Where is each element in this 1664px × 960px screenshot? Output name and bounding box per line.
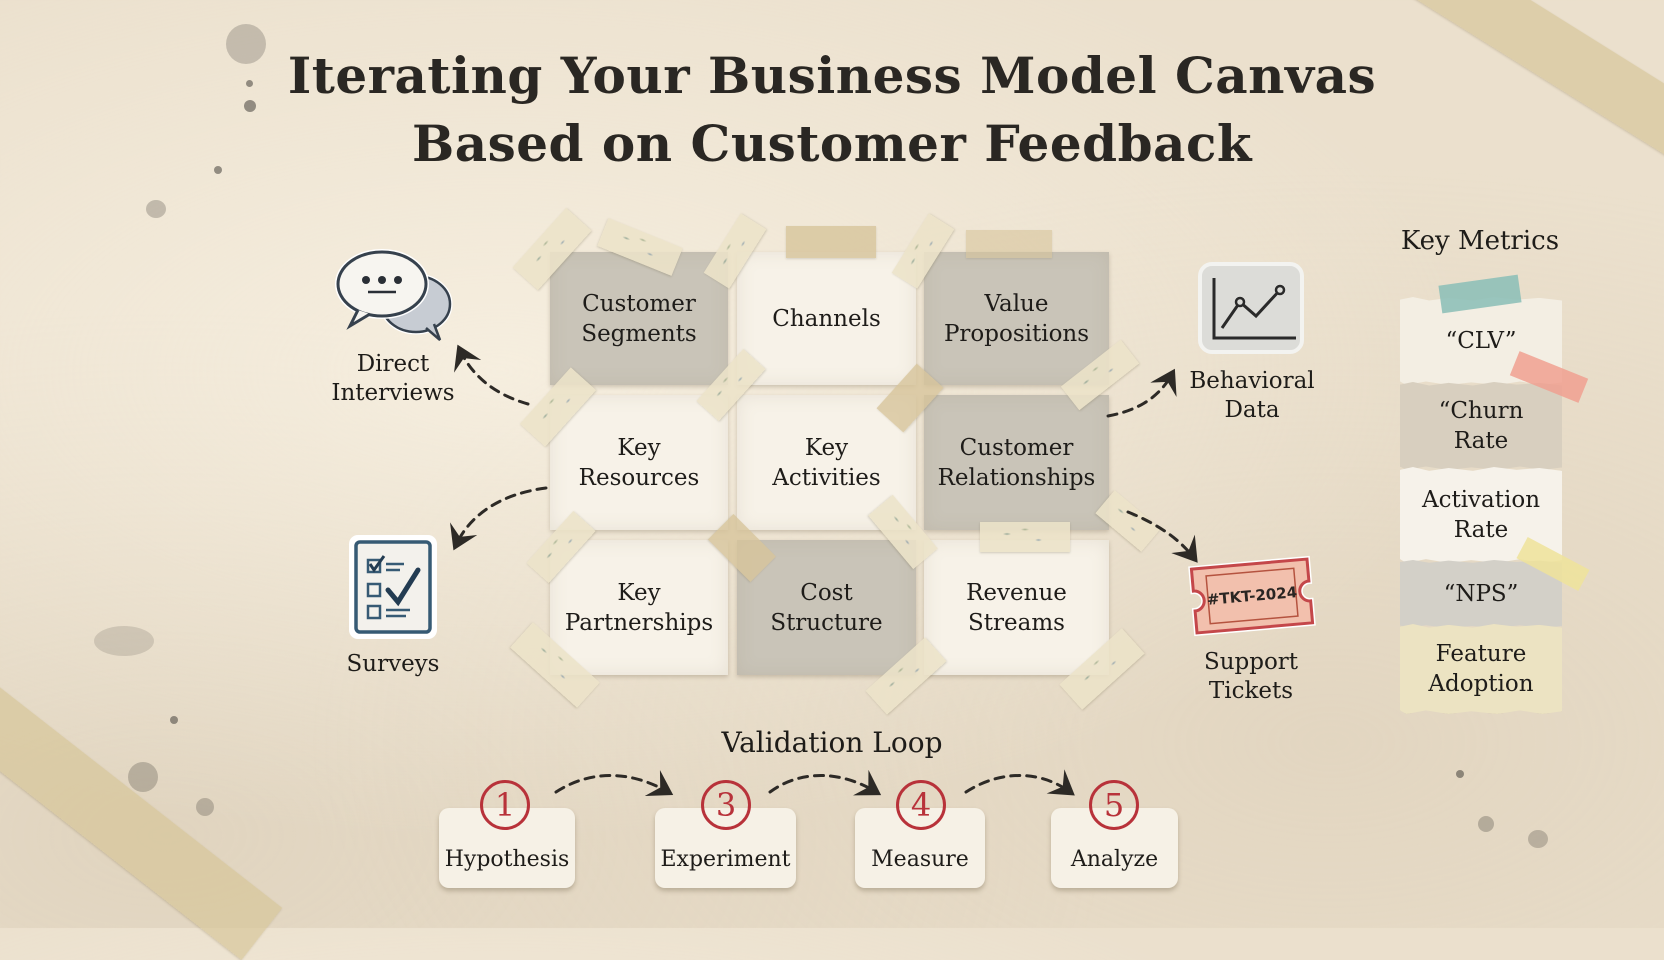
arrow-to-behavioral-data (1106, 368, 1177, 418)
surveys-source[interactable] (348, 534, 438, 640)
ink-splatter (196, 798, 214, 816)
metric-churn-rate[interactable]: “Churn Rate (1400, 382, 1562, 470)
step-number-badge: 3 (701, 780, 751, 830)
corner-tape-bottom-left (0, 686, 283, 960)
key-metrics-title: Key Metrics (1400, 226, 1560, 256)
canvas-cell-channels[interactable]: Channels (737, 252, 916, 385)
plain-tape (786, 226, 876, 258)
ink-splatter (244, 100, 256, 112)
step-hypothesis[interactable]: Hypothesis (439, 808, 575, 888)
ink-splatter (1456, 770, 1464, 778)
behavioral-data-source[interactable] (1196, 260, 1306, 356)
direct-interviews-source[interactable] (330, 246, 460, 346)
step-experiment[interactable]: Experiment (655, 808, 796, 888)
step-number-badge: 4 (896, 780, 946, 830)
ink-splatter (170, 716, 178, 724)
washi-tape (980, 522, 1070, 552)
canvas-cell-revenue-streams[interactable]: Revenue Streams (924, 540, 1109, 675)
arrow-to-surveys (450, 486, 548, 551)
line-chart-icon (1198, 262, 1304, 354)
speech-bubbles-icon (335, 249, 453, 341)
checklist-icon (349, 535, 437, 639)
step-number-badge: 1 (480, 780, 530, 830)
ink-splatter (246, 80, 253, 87)
plain-tape (966, 230, 1052, 258)
canvas-cell-customer-relationships[interactable]: Customer Relationships (924, 395, 1109, 530)
ticket-number: #TKT-2024 (1206, 583, 1298, 609)
direct-interviews-label: Direct Interviews (331, 351, 455, 406)
arrow-step-4-to-5 (964, 769, 1075, 796)
canvas-cell-key-resources[interactable]: Key Resources (550, 395, 728, 530)
ink-splatter (128, 762, 158, 792)
ticket-icon (1188, 555, 1316, 637)
page-title-line-1: Iterating Your Business Model Canvas (287, 46, 1377, 105)
ink-splatter (226, 24, 266, 64)
arrow-step-3-to-4 (768, 769, 882, 796)
behavioral-data-label: Behavioral Data (1189, 368, 1315, 423)
step-number-badge: 5 (1089, 780, 1139, 830)
validation-loop-title: Validation Loop (721, 726, 943, 759)
support-tickets-label: Support Tickets (1203, 649, 1299, 704)
canvas-cell-customer-segments[interactable]: Customer Segments (550, 252, 728, 385)
surveys-label: Surveys (346, 651, 440, 677)
ink-splatter (1478, 816, 1494, 832)
canvas-cell-value-propositions[interactable]: Value Propositions (924, 252, 1109, 385)
metric-feature-adoption[interactable]: Feature Adoption (1400, 624, 1562, 714)
ink-splatter (214, 166, 222, 174)
ink-splatter (146, 200, 166, 218)
ink-splatter (1528, 830, 1548, 848)
canvas-cell-key-partnerships[interactable]: Key Partnerships (550, 540, 728, 675)
metric-clv[interactable]: “CLV” (1400, 297, 1562, 385)
ink-splatter (94, 626, 154, 656)
arrow-step-1-to-3 (554, 770, 674, 796)
support-tickets-source[interactable]: #TKT-2024 (1183, 552, 1321, 639)
step-measure[interactable]: Measure (855, 808, 985, 888)
page-title-line-2: Based on Customer Feedback (411, 114, 1253, 173)
metric-nps[interactable]: “NPS” (1400, 560, 1562, 628)
